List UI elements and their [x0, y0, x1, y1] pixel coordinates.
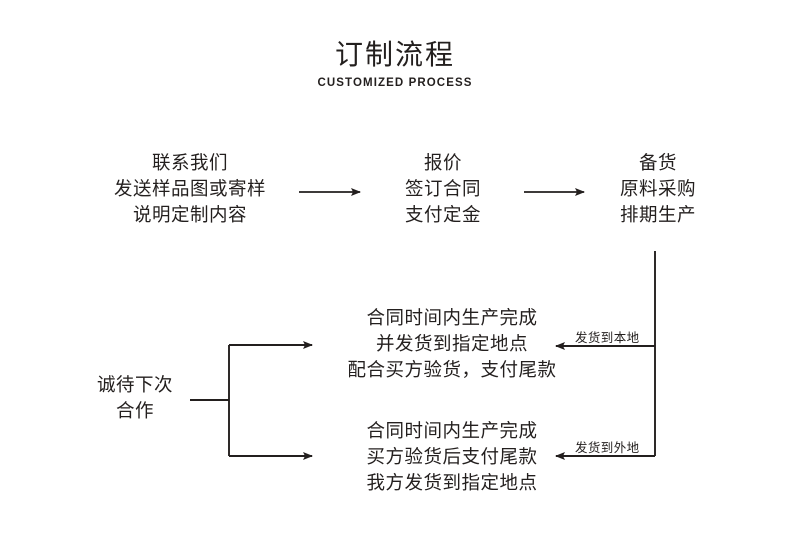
edge-label-ship-remote: 发货到外地 [575, 441, 640, 455]
flow-node-branch-local-line-2: 并发货到指定地点 [375, 333, 528, 354]
flow-node-quote-line-2: 签订合同 [404, 178, 481, 199]
title-block: 订制流程 CUSTOMIZED PROCESS [0, 38, 790, 90]
flow-node-contact-line-3: 说明定制内容 [132, 204, 247, 225]
flow-node-branch-remote-line-2: 买方验货后支付尾款 [366, 446, 538, 467]
flow-node-closing: 诚待下次 合作 [80, 372, 190, 424]
page-title: 订制流程 [334, 39, 455, 70]
flow-node-branch-remote-line-3: 我方发货到指定地点 [366, 472, 538, 493]
flow-node-branch-local: 合同时间内生产完成 并发货到指定地点 配合买方验货，支付尾款 [318, 305, 586, 383]
flow-node-contact-line-1: 联系我们 [151, 152, 228, 173]
flow-node-closing-line-1: 诚待下次 [96, 374, 173, 395]
flow-node-quote: 报价 签订合同 支付定金 [368, 150, 518, 228]
flow-node-quote-line-3: 支付定金 [404, 204, 481, 225]
flow-node-branch-local-line-3: 配合买方验货，支付尾款 [347, 359, 557, 380]
flow-node-contact: 联系我们 发送样品图或寄样 说明定制内容 [88, 150, 292, 228]
flow-node-stock: 备货 原料采购 排期生产 [588, 150, 728, 228]
page-subtitle: CUSTOMIZED PROCESS [317, 77, 473, 89]
flow-node-stock-line-3: 排期生产 [619, 204, 696, 225]
flow-node-branch-local-line-1: 合同时间内生产完成 [366, 307, 538, 328]
flow-node-branch-remote: 合同时间内生产完成 买方验货后支付尾款 我方发货到指定地点 [318, 418, 586, 496]
flow-node-branch-remote-line-1: 合同时间内生产完成 [366, 420, 538, 441]
flow-node-quote-line-1: 报价 [423, 152, 462, 173]
flow-node-closing-line-2: 合作 [115, 400, 154, 421]
edge-label-ship-local: 发货到本地 [575, 331, 640, 345]
flow-node-stock-line-2: 原料采购 [619, 178, 696, 199]
flow-node-stock-line-1: 备货 [638, 152, 677, 173]
flow-node-contact-line-2: 发送样品图或寄样 [113, 178, 266, 199]
